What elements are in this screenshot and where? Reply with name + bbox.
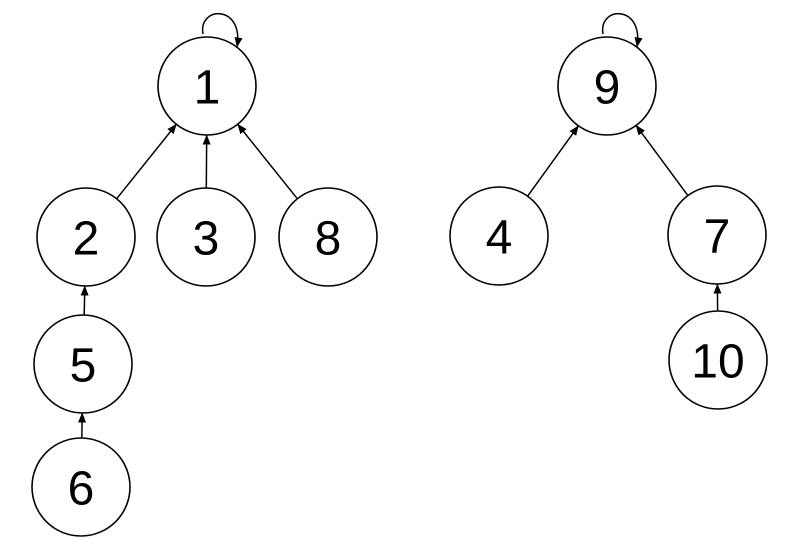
node-9: 9 xyxy=(557,36,657,136)
edge-4-to-9 xyxy=(526,125,580,197)
node-5: 5 xyxy=(33,314,133,414)
self-loop-edge-9 xyxy=(602,12,643,48)
node-3: 3 xyxy=(156,187,256,287)
node-circle-1 xyxy=(157,36,257,136)
node-10: 10 xyxy=(668,310,768,410)
node-label-10: 10 xyxy=(691,336,744,389)
edge-5-to-2 xyxy=(80,285,89,316)
node-circle-8 xyxy=(278,187,378,287)
node-circle-2 xyxy=(36,187,136,287)
node-circle-4 xyxy=(449,186,549,286)
node-label-4: 4 xyxy=(486,212,513,265)
edge-2-to-1 xyxy=(116,123,177,200)
edge-8-to-1 xyxy=(237,123,298,200)
node-label-5: 5 xyxy=(70,340,97,393)
node-circle-6 xyxy=(31,437,131,537)
self-loops-layer xyxy=(202,12,643,48)
node-label-1: 1 xyxy=(194,62,221,115)
node-1: 1 xyxy=(157,36,257,136)
node-label-3: 3 xyxy=(193,213,220,266)
node-6: 6 xyxy=(31,437,131,537)
self-loop-edge-1 xyxy=(202,12,243,48)
node-circle-9 xyxy=(557,36,657,136)
node-label-6: 6 xyxy=(68,463,95,516)
node-circle-7 xyxy=(667,185,767,285)
node-2: 2 xyxy=(36,187,136,287)
node-circle-3 xyxy=(156,187,256,287)
node-label-7: 7 xyxy=(704,211,731,264)
node-7: 7 xyxy=(667,185,767,285)
nodes-layer: 1 2 3 8 5 6 9 4 7 10 xyxy=(31,36,768,537)
node-circle-5 xyxy=(33,314,133,414)
node-circle-10 xyxy=(668,310,768,410)
edges-layer xyxy=(78,123,722,439)
node-label-9: 9 xyxy=(594,62,621,115)
edge-7-to-9 xyxy=(635,124,689,197)
node-label-8: 8 xyxy=(315,213,342,266)
node-4: 4 xyxy=(449,186,549,286)
node-label-2: 2 xyxy=(73,213,100,266)
node-8: 8 xyxy=(278,187,378,287)
